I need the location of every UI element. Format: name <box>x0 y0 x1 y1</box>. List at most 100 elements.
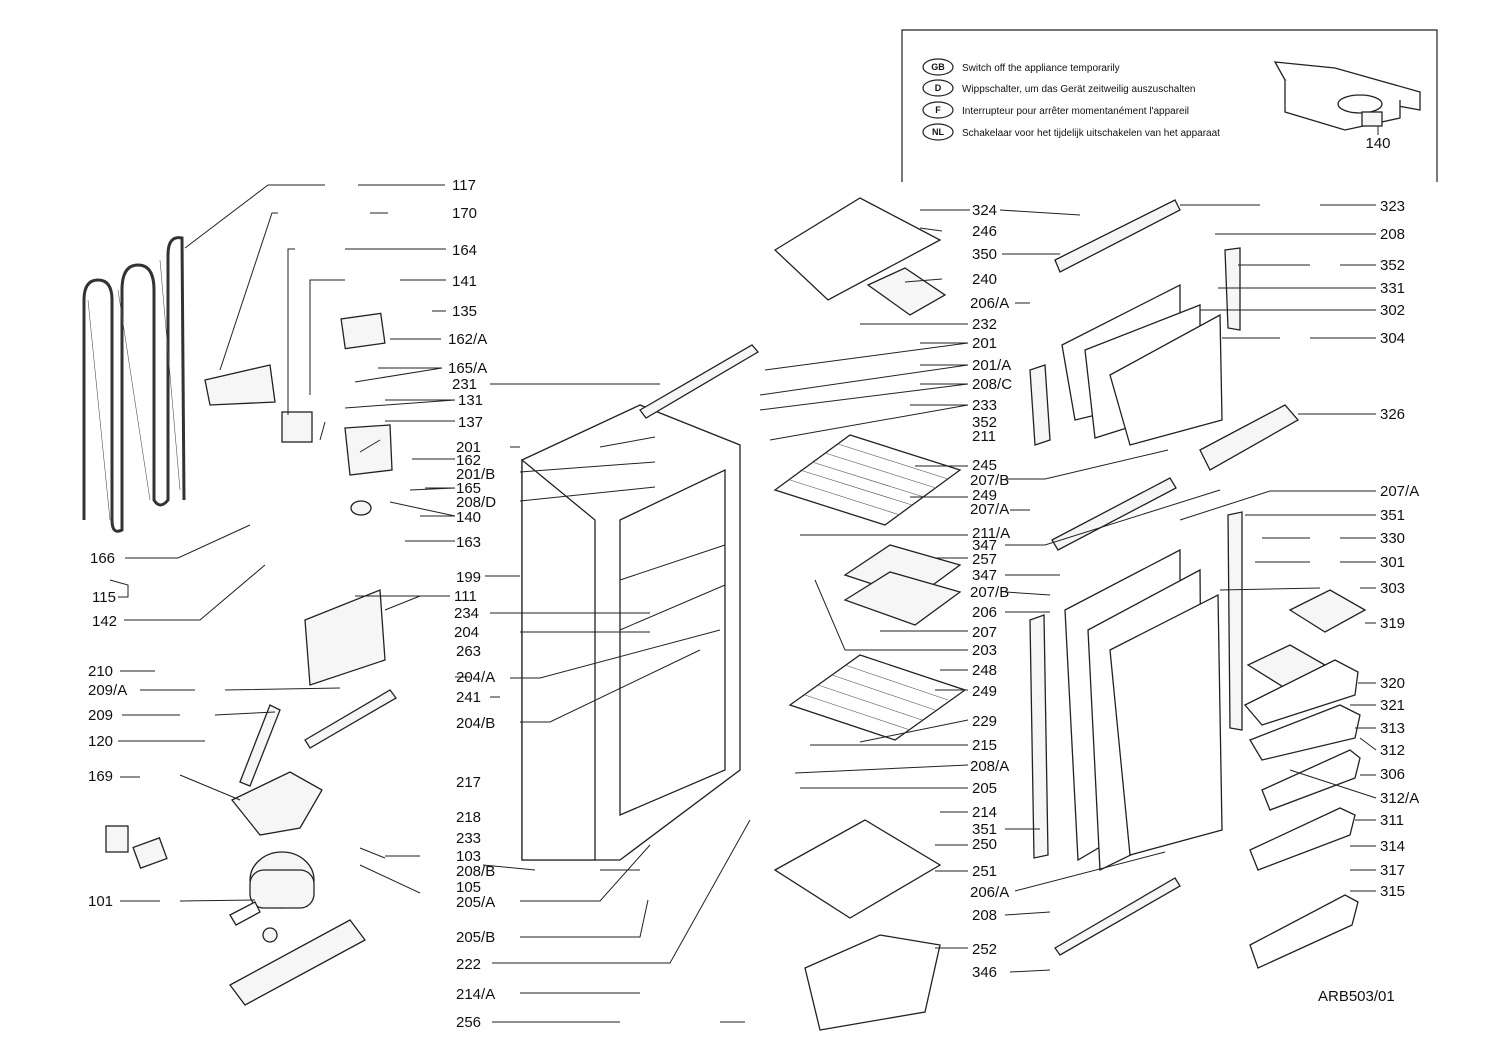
glass-shelf <box>773 819 942 919</box>
label-317: 317 <box>1380 862 1405 879</box>
fridge-door-inner <box>1109 593 1223 856</box>
label-117: 117 <box>452 177 476 194</box>
label-311: 311 <box>1380 812 1404 829</box>
label-162-a: 162/A <box>448 331 487 348</box>
drawing-code: ARB503/01 <box>1318 988 1395 1005</box>
label-350: 350 <box>972 246 997 263</box>
label-201-a: 201/A <box>972 357 1011 374</box>
label-352-right: 352 <box>1380 257 1405 274</box>
compressor-rail <box>229 919 366 1006</box>
label-206-a-top: 206/A <box>970 295 1009 312</box>
label-165-a: 165/A <box>448 360 487 377</box>
egg-tray-319 <box>1288 589 1367 633</box>
label-313: 313 <box>1380 720 1405 737</box>
label-208-b: 208/B <box>456 863 495 880</box>
legend-row-nl: NL Schakelaar voor het tijdelijk uitscha… <box>922 123 1220 141</box>
fridge-door-side-strip <box>1029 614 1049 859</box>
label-217: 217 <box>456 774 481 791</box>
label-321: 321 <box>1380 697 1405 714</box>
label-137: 137 <box>458 414 483 431</box>
label-164: 164 <box>452 242 477 259</box>
label-249-lower: 249 <box>972 683 997 700</box>
label-120: 120 <box>88 733 113 750</box>
label-314: 314 <box>1380 838 1405 855</box>
label-312-a: 312/A <box>1380 790 1419 807</box>
label-229: 229 <box>972 713 997 730</box>
label-205-a: 205/A <box>456 894 495 911</box>
label-209-a: 209/A <box>88 682 127 699</box>
small-bracket-a <box>105 825 129 853</box>
label-302: 302 <box>1380 302 1405 319</box>
relay-box <box>281 411 313 443</box>
ice-cube-tray <box>866 267 947 316</box>
legend-panel: GB Switch off the appliance temporarily … <box>901 29 1438 182</box>
label-330: 330 <box>1380 530 1405 547</box>
label-207: 207 <box>972 624 997 641</box>
label-211-a: 211/A <box>972 525 1010 542</box>
small-bracket-b <box>132 837 168 869</box>
label-207-b-upper: 207/B <box>970 472 1009 489</box>
label-131: 131 <box>458 392 483 409</box>
legend-row-d: D Wippschalter, um das Gerät zeitweilig … <box>922 79 1195 97</box>
label-331: 331 <box>1380 280 1405 297</box>
label-166: 166 <box>90 550 115 567</box>
label-101: 101 <box>88 893 113 910</box>
fridge-grill-shelf <box>788 654 967 741</box>
door-bin-315 <box>1249 894 1359 969</box>
label-222: 222 <box>456 956 481 973</box>
label-201-b: 201/B <box>456 466 495 483</box>
label-248: 248 <box>972 662 997 679</box>
control-panel <box>304 589 386 686</box>
label-207-b-lower: 207/B <box>970 584 1009 601</box>
label-208-bottom: 208 <box>972 907 997 924</box>
label-115: 115 <box>92 589 116 606</box>
label-233: 233 <box>456 830 481 847</box>
label-347-upper: 347 <box>972 537 997 554</box>
door-bin-311 <box>1249 807 1356 871</box>
switch-inset-illustration: 140 <box>1273 61 1421 152</box>
label-351-right: 351 <box>1380 507 1405 524</box>
label-214: 214 <box>972 804 997 821</box>
label-170: 170 <box>452 205 477 222</box>
compressor <box>229 851 315 943</box>
label-142: 142 <box>92 613 117 630</box>
label-304: 304 <box>1380 330 1405 347</box>
door-bin-306 <box>1261 749 1361 811</box>
door-bottom-rail <box>1054 877 1181 956</box>
label-204: 204 <box>454 624 479 641</box>
label-257: 257 <box>972 551 997 568</box>
thermostat-box <box>344 424 393 476</box>
label-204-a: 204/A <box>456 669 495 686</box>
svg-text:Switch off the appliance tempo: Switch off the appliance temporarily <box>962 63 1120 74</box>
label-209: 209 <box>88 707 113 724</box>
label-352-left: 352 <box>972 414 997 431</box>
drain-tube <box>239 704 281 787</box>
label-301: 301 <box>1380 554 1405 571</box>
ice-tray-lower <box>843 571 962 626</box>
label-208-c: 208/C <box>972 376 1012 393</box>
label-232: 232 <box>972 316 997 333</box>
door-bin-320 <box>1243 659 1359 726</box>
label-135: 135 <box>452 303 477 320</box>
legend-row-gb: GB Switch off the appliance temporarily <box>922 58 1120 76</box>
label-165: 165 <box>456 480 481 497</box>
label-205-b: 205/B <box>456 929 495 946</box>
label-246: 246 <box>972 223 997 240</box>
fridge-door-rail <box>1051 477 1177 551</box>
label-201-right: 201 <box>972 335 997 352</box>
label-250: 250 <box>972 836 997 853</box>
label-103: 103 <box>456 848 481 865</box>
label-320: 320 <box>1380 675 1405 692</box>
thermostat-housing <box>230 771 323 836</box>
label-208-right: 208 <box>1380 226 1405 243</box>
label-201: 201 <box>456 439 481 456</box>
label-105: 105 <box>456 879 481 896</box>
top-shelf-rack <box>773 197 942 301</box>
svg-text:F: F <box>935 105 941 115</box>
label-111: 111 <box>454 588 477 605</box>
label-204-b: 204/B <box>456 715 495 732</box>
label-249-upper: 249 <box>972 487 997 504</box>
svg-text:140: 140 <box>1365 135 1390 152</box>
door-bin-313 <box>1249 704 1361 761</box>
